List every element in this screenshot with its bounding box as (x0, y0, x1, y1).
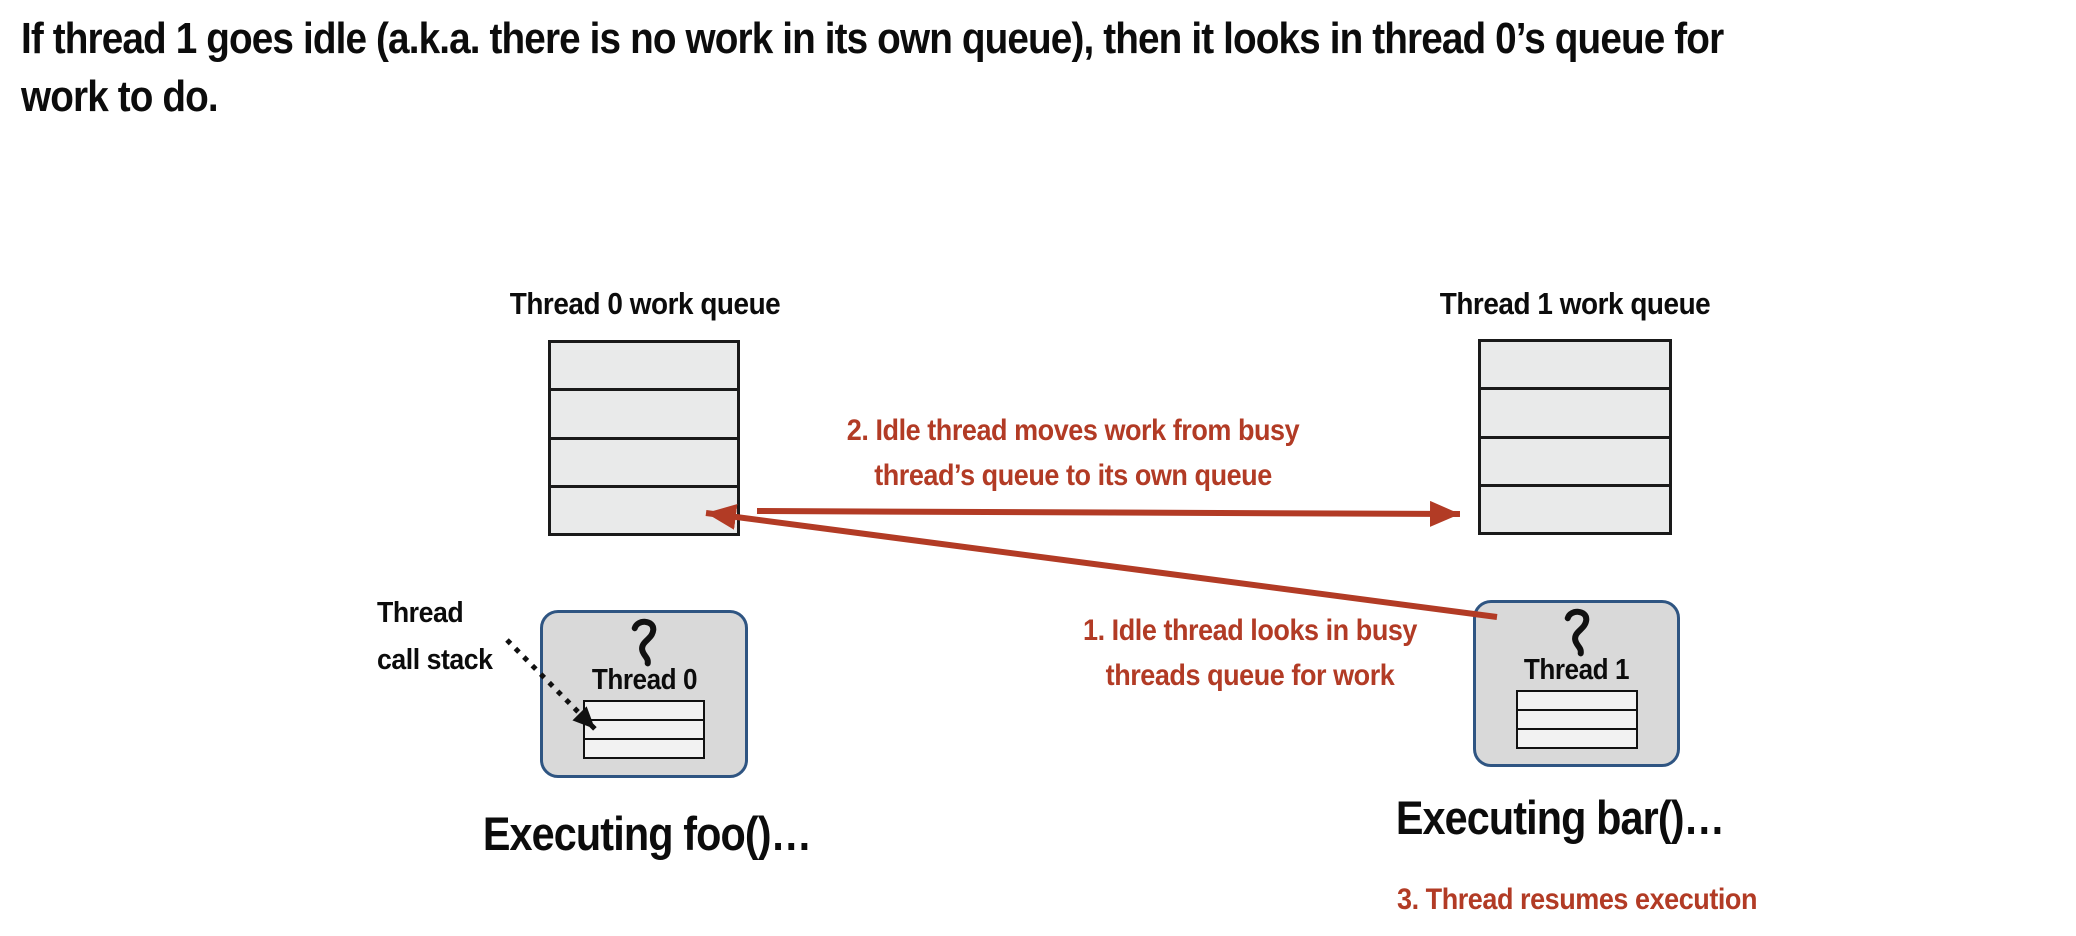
thread0-executing-caption: Executing foo()… (482, 807, 812, 860)
thread0-work-queue (548, 340, 740, 536)
thread0-queue-label: Thread 0 work queue (509, 286, 781, 321)
thread-squiggle-icon (631, 618, 657, 667)
queue-slot (551, 343, 737, 392)
slide-title-line2: work to do. (21, 72, 219, 121)
thread1-card: Thread 1 (1473, 600, 1680, 767)
annotation-step1: 1. Idle thread looks in busy threads que… (1083, 614, 1417, 692)
annotation-step2: 2. Idle thread moves work from busy thre… (846, 414, 1300, 492)
thread-squiggle-icon (1564, 608, 1589, 657)
queue-slot (1481, 439, 1669, 487)
thread1-name: Thread 1 (1523, 654, 1630, 686)
slide-title: If thread 1 goes idle (a.k.a. there is n… (21, 10, 2071, 126)
queue-slot (551, 488, 737, 533)
queue-slot (551, 391, 737, 440)
stack-slot (585, 721, 703, 740)
slide-title-line1: If thread 1 goes idle (a.k.a. there is n… (21, 14, 1724, 63)
thread1-call-stack (1515, 690, 1638, 749)
stack-slot (1517, 692, 1636, 711)
stack-slot (585, 740, 703, 757)
stack-slot (585, 702, 703, 721)
look-in-queue-arrow (705, 504, 1498, 620)
stack-slot (1518, 730, 1636, 747)
queue-slot (551, 440, 737, 488)
thread0-name: Thread 0 (591, 664, 697, 696)
queue-slot (1481, 390, 1669, 439)
thread0-call-stack (583, 700, 705, 759)
thread1-executing-caption: Executing bar()… (1395, 791, 1725, 844)
stack-slot (1517, 711, 1636, 730)
annotation-step3: 3. Thread resumes execution (1397, 883, 1757, 916)
call-stack-label: Thread call stack (377, 597, 493, 676)
queue-slot (1481, 342, 1669, 391)
steal-work-arrow (756, 500, 1461, 527)
thread1-queue-label: Thread 1 work queue (1439, 286, 1711, 321)
thread1-work-queue (1478, 339, 1672, 535)
queue-slot (1481, 487, 1669, 532)
thread0-card: Thread 0 (540, 610, 748, 778)
